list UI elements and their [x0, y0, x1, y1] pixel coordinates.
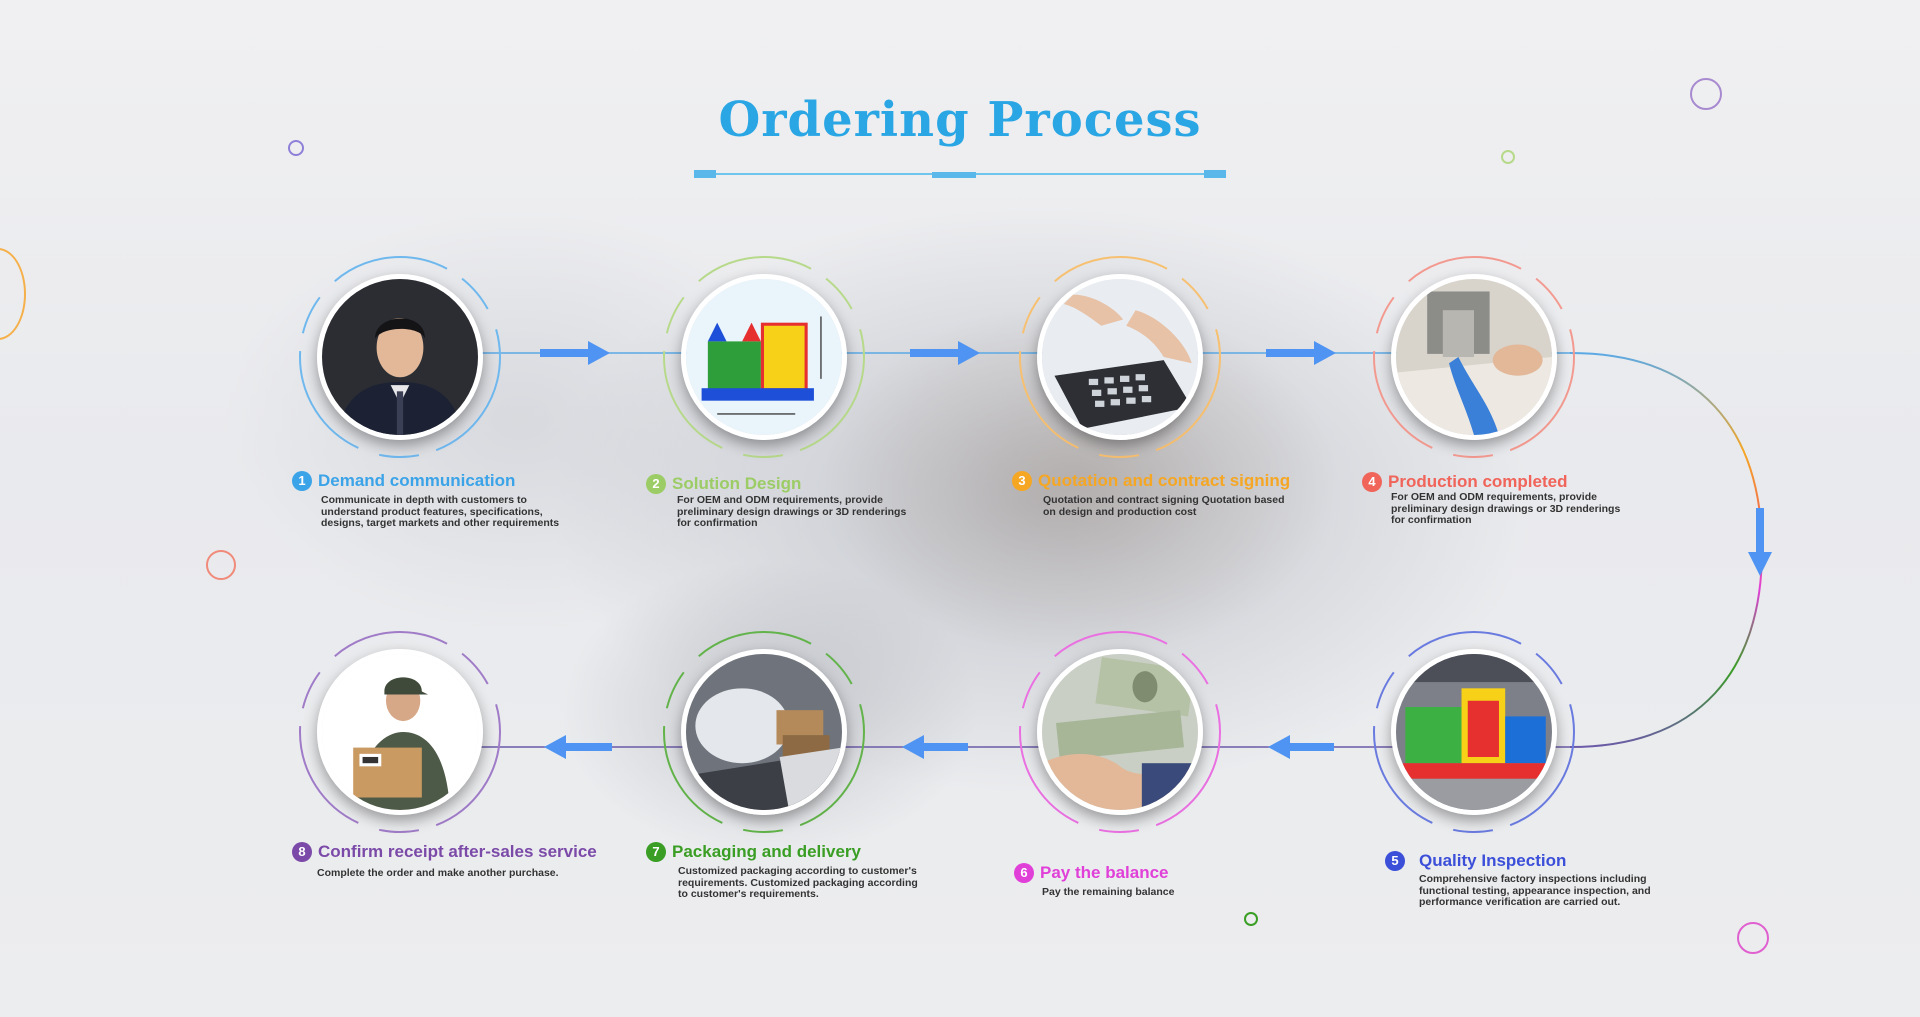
step-4-title: 4 Production completed [1362, 472, 1567, 492]
step-7-description: Customized packaging according to custom… [678, 865, 918, 901]
step-7-description-line: to customer's requirements. [678, 888, 819, 900]
step-5-description-line: Comprehensive factory inspections includ… [1419, 873, 1647, 885]
step-5-description: Comprehensive factory inspections includ… [1419, 873, 1651, 909]
step-2-title: 2 Solution Design [646, 474, 801, 494]
step-2-description: For OEM and ODM requirements, provide pr… [677, 494, 907, 530]
step-1-number-badge: 1 [292, 471, 312, 491]
step-5-title-text: Quality Inspection [1419, 851, 1567, 870]
decorative-circle [1501, 150, 1515, 164]
step-1-description-line: designs, target markets and other requir… [321, 517, 560, 529]
title-underline-tab-left [694, 170, 716, 178]
dashed-ring [299, 631, 501, 833]
right-curve-connector [1569, 352, 1764, 748]
step-2-photo [669, 262, 859, 452]
decorative-circle [1690, 78, 1722, 110]
step-5-description-line: functional testing, appearance inspectio… [1419, 884, 1651, 897]
dashed-ring [1019, 631, 1221, 833]
arrow-right-icon [910, 341, 980, 365]
decorative-circle [288, 140, 304, 156]
dashed-ring [663, 256, 865, 458]
step-4-photo [1379, 262, 1569, 452]
step-8-title-text: Confirm receipt after-sales service [318, 842, 597, 861]
dashed-ring [1019, 256, 1221, 458]
title-underline-tab-center [932, 172, 976, 178]
portrait-photo-icon [322, 279, 478, 435]
step-1-description-line: understand product features, specificati… [321, 505, 543, 518]
calculator-photo-icon [1042, 279, 1198, 435]
step-6-photo [1025, 637, 1215, 827]
arrow-left-icon [544, 735, 612, 759]
step-1-title-text: Demand communication [318, 471, 516, 490]
arrow-right-icon [540, 341, 610, 365]
step-3-number-badge: 3 [1012, 471, 1032, 491]
step-4-description-line: preliminary design drawings or 3D render… [1391, 502, 1621, 515]
step-7-title: 7 Packaging and delivery [646, 842, 861, 862]
step-7-description-line: requirements. Customized packaging accor… [678, 876, 918, 889]
step-3-title-text: Quotation and contract signing [1038, 471, 1291, 490]
title-underline-tab-right [1204, 170, 1226, 178]
step-5-description-line: performance verification are carried out… [1419, 896, 1621, 908]
arrow-left-icon [902, 735, 968, 759]
step-1-photo [305, 262, 495, 452]
step-7-description-line: Customized packaging according to custom… [678, 865, 917, 877]
decorative-circle [1737, 922, 1769, 954]
sewing-machine-photo-icon [1396, 279, 1552, 435]
step-8-description-line: Complete the order and make another purc… [317, 867, 559, 879]
step-8-number-badge: 8 [292, 842, 312, 862]
step-2-description-line: preliminary design drawings or 3D render… [677, 505, 907, 518]
step-3-title: 3 Quotation and contract signing [1012, 471, 1290, 491]
step-6-title-text: Pay the balance [1040, 863, 1169, 882]
step-5-photo [1379, 637, 1569, 827]
step-7-number-badge: 7 [646, 842, 666, 862]
step-1-title: 1 Demand communication [292, 471, 515, 491]
cash-handshake-photo-icon [1042, 654, 1198, 810]
delivery-man-photo-icon [322, 654, 478, 810]
step-7-title-text: Packaging and delivery [672, 842, 861, 861]
step-8-description: Complete the order and make another purc… [317, 867, 559, 880]
step-3-description-line: Quotation and contract signing Quotation… [1043, 494, 1285, 506]
step-5-title: 5 Quality Inspection [1385, 851, 1566, 871]
step-6-description-line: Pay the remaining balance [1042, 886, 1175, 898]
step-4-description-line: for confirmation [1391, 514, 1472, 526]
factory-inflatable-photo-icon [1396, 654, 1552, 810]
step-8-title: 8 Confirm receipt after-sales service [292, 842, 597, 862]
step-6-number-badge: 6 [1014, 863, 1034, 883]
decorative-circle [206, 550, 236, 580]
step-3-photo [1025, 262, 1215, 452]
step-4-number-badge: 4 [1362, 472, 1382, 492]
step-7-photo [669, 637, 859, 827]
dashed-ring [299, 256, 501, 458]
step-3-description-line: on design and production cost [1043, 505, 1197, 518]
step-6-description: Pay the remaining balance [1042, 886, 1175, 899]
decorative-circle [1244, 912, 1258, 926]
step-1-description-line: Communicate in depth with customers to [321, 494, 527, 506]
step-1-description: Communicate in depth with customers to u… [321, 494, 560, 530]
bounce-house-rendering-icon [686, 279, 842, 435]
truck-packages-photo-icon [686, 654, 842, 810]
step-4-description-line: For OEM and ODM requirements, provide [1391, 491, 1597, 503]
step-6-title: 6 Pay the balance [1014, 863, 1169, 883]
dashed-ring [663, 631, 865, 833]
step-2-description-line: for confirmation [677, 517, 758, 529]
step-5-number-badge: 5 [1385, 851, 1405, 871]
step-8-photo [305, 637, 495, 827]
dashed-ring [1373, 256, 1575, 458]
step-2-number-badge: 2 [646, 474, 666, 494]
dashed-ring [1373, 631, 1575, 833]
step-2-title-text: Solution Design [672, 474, 802, 493]
step-2-description-line: For OEM and ODM requirements, provide [677, 494, 883, 506]
step-4-description: For OEM and ODM requirements, provide pr… [1391, 491, 1621, 527]
arrow-left-icon [1268, 735, 1334, 759]
page-title: Ordering Process [718, 92, 1202, 148]
step-4-title-text: Production completed [1388, 472, 1568, 491]
step-3-description: Quotation and contract signing Quotation… [1043, 494, 1285, 518]
arrow-down-icon [1748, 508, 1772, 576]
arrow-right-icon [1266, 341, 1336, 365]
